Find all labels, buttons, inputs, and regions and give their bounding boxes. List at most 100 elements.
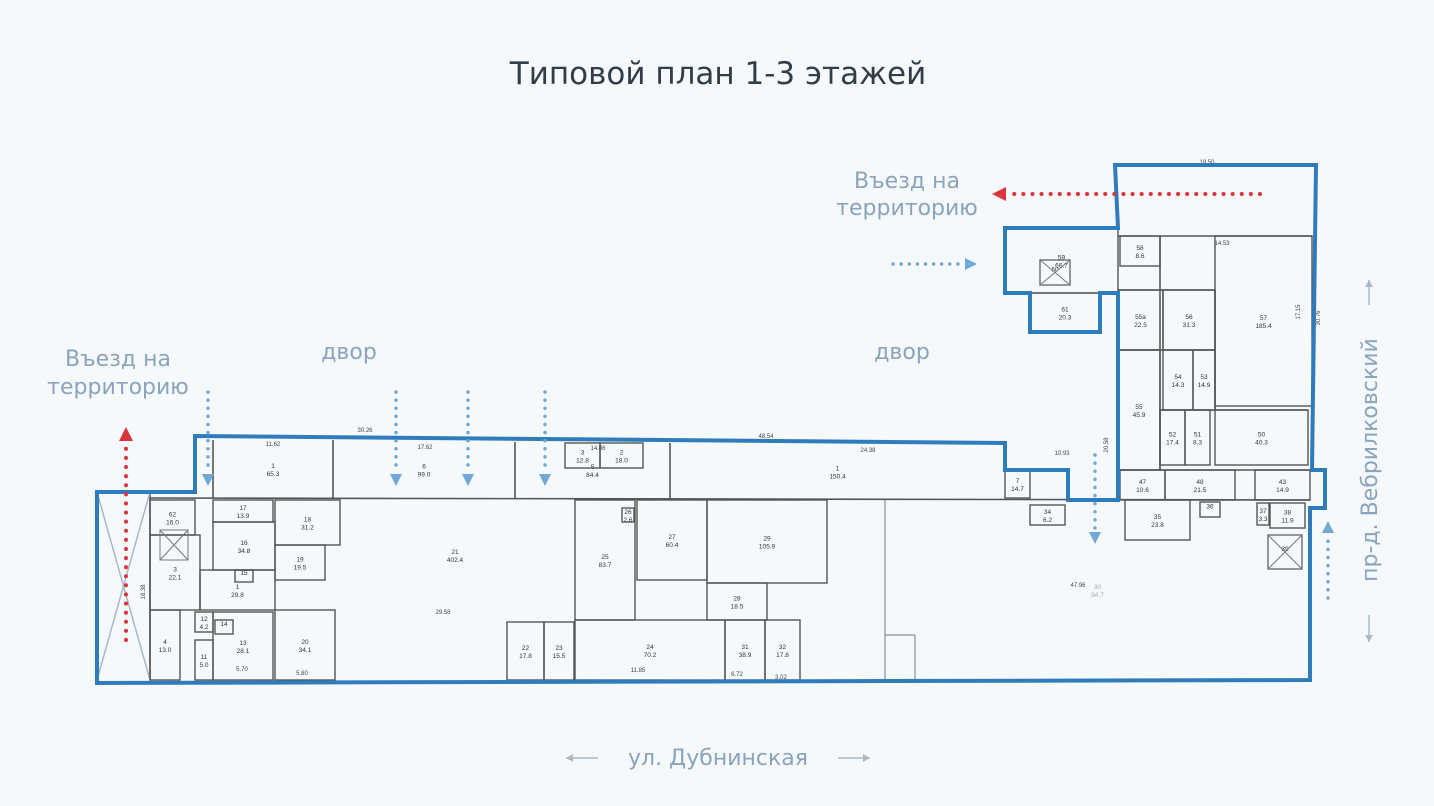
room-number: 28 — [733, 596, 741, 603]
room-area: 94.7 — [1091, 592, 1104, 599]
room-number: 3 — [173, 567, 177, 574]
room-area: 5.0 — [199, 662, 208, 669]
room-area: 3.3 — [1258, 516, 1267, 523]
room-outline — [1029, 504, 1066, 526]
room-outline — [274, 609, 336, 681]
room-area: 14.3 — [1172, 382, 1185, 389]
dimension: 47.96 — [1070, 583, 1086, 589]
room-area: 31.3 — [1183, 322, 1196, 329]
room-number: 61 — [1061, 307, 1069, 314]
dimension: 5.80 — [296, 671, 308, 677]
room: 36 — [1199, 501, 1221, 518]
room-area: 22.5 — [1134, 322, 1147, 329]
room: 14 — [214, 619, 234, 635]
room-area: 105.9 — [759, 544, 776, 551]
room-number: 21 — [451, 549, 459, 556]
room-outline — [1184, 409, 1211, 466]
room-outline — [1214, 409, 1309, 466]
room-area: 45.9 — [1133, 412, 1146, 419]
room-area: 60.4 — [666, 542, 679, 549]
room-number: 57 — [1260, 315, 1268, 322]
flow-arrows — [202, 258, 1334, 600]
dimension: 3.02 — [775, 675, 787, 681]
page-title: Типовой план 1-3 этажей — [509, 56, 926, 92]
room-area: 19.5 — [294, 565, 307, 572]
room-number: 4 — [163, 639, 167, 646]
room-outline — [1256, 502, 1270, 526]
entry-arrow-left — [119, 427, 133, 642]
room: 584.4 — [586, 464, 599, 479]
room-number: 2 — [620, 450, 624, 457]
room: 15 — [234, 569, 254, 583]
room-number: 55 — [1135, 404, 1143, 411]
room-area: 34.1 — [299, 647, 312, 654]
room-number: 29 — [763, 536, 771, 543]
room-number: 3 — [581, 450, 585, 457]
room-number: 20 — [301, 639, 309, 646]
room-number: 52 — [1169, 432, 1177, 439]
room-number: 13 — [239, 640, 247, 647]
room-area: 14.7 — [1011, 486, 1024, 493]
room-area: 17.8 — [776, 652, 789, 659]
leased-area-outline — [95, 163, 1327, 686]
room: 699.0 — [418, 464, 431, 479]
street-label-right: пр-д. Вебрилковский — [1358, 338, 1383, 582]
dimension: 17.62 — [417, 445, 433, 451]
room-number: 50 — [1258, 432, 1266, 439]
room-number: 24 — [646, 644, 654, 651]
room-number: 37 — [1259, 508, 1267, 515]
room-outline — [1199, 501, 1221, 518]
room-number: 16 — [240, 540, 248, 547]
room-area: 18.5 — [731, 604, 744, 611]
room-number: 6 — [422, 464, 426, 471]
room-area: 17.8 — [519, 653, 532, 660]
dimension: 18.38 — [141, 584, 147, 600]
room-area: 84.4 — [586, 472, 599, 479]
room-area: 18.0 — [615, 458, 628, 465]
room: 218.0 — [599, 442, 644, 469]
room-area: 20.3 — [1059, 315, 1072, 322]
room-number: 59 — [1058, 255, 1066, 262]
dimension: 6.72 — [731, 672, 743, 678]
entry-label-right-line2: территорию — [836, 196, 978, 221]
room-number: 26 — [624, 509, 632, 516]
room-area: 28.1 — [237, 648, 250, 655]
room-number: 7 — [1016, 478, 1020, 485]
yard-label-left: двор — [321, 340, 377, 365]
room-number: 17 — [239, 505, 247, 512]
room: 262.6 — [621, 507, 635, 524]
room-number: 32 — [779, 644, 787, 651]
room-number: 53 — [1200, 374, 1208, 381]
room-number: 19 — [296, 557, 304, 564]
room-outline — [1269, 502, 1306, 529]
room-area: 66.7 — [1055, 263, 1068, 270]
dimension: 29.58 — [435, 610, 451, 616]
room-number: 11 — [201, 654, 208, 661]
room: 714.7 — [1004, 469, 1031, 499]
dimension: 5.70 — [236, 667, 248, 673]
room-number: 36 — [1206, 504, 1214, 511]
dimension: 14.53 — [1214, 241, 1230, 247]
room-number: 25 — [601, 554, 609, 561]
room-area: 15.5 — [553, 653, 566, 660]
room-area: 13.9 — [237, 513, 250, 520]
room-area: 99.0 — [418, 472, 431, 479]
yard-label-right: двор — [874, 340, 930, 365]
room-area: 65.3 — [267, 471, 280, 478]
elevator-shaft — [159, 529, 189, 561]
entry-label-left-line1: Въезд на — [65, 347, 171, 372]
